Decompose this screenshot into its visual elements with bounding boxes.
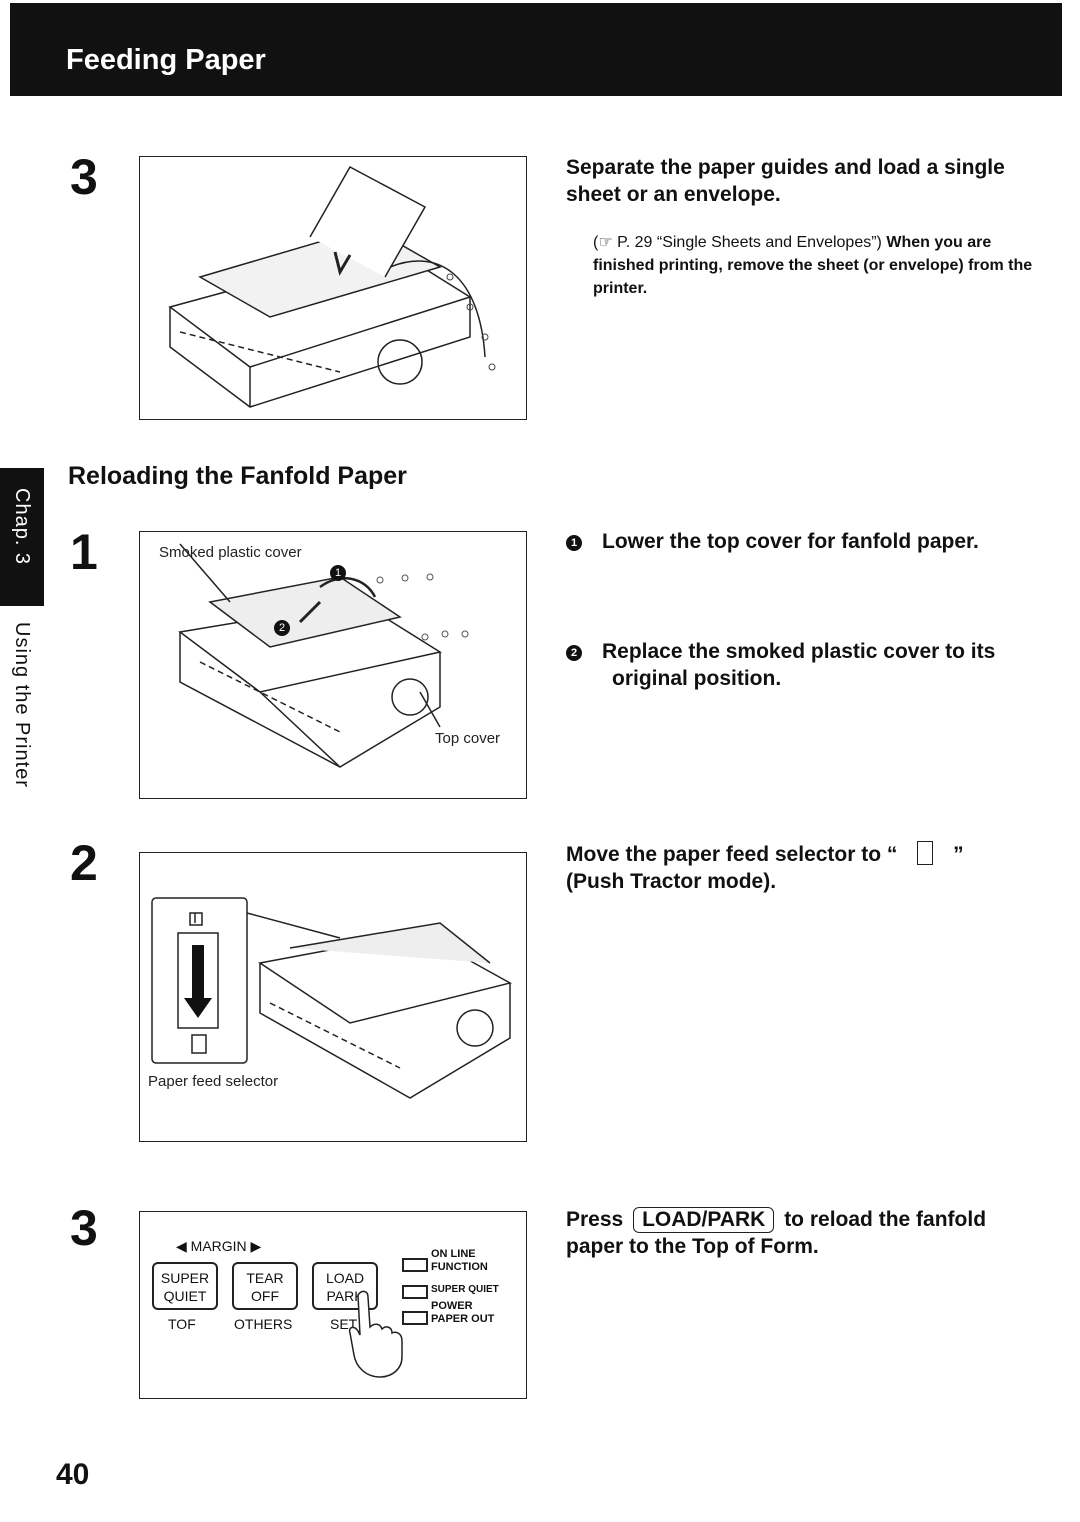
instruction-text-end: ” — [953, 843, 964, 866]
printer-sheet-illustration — [168, 165, 496, 408]
chapter-label: Chap. 3 — [11, 488, 33, 566]
section-label: Using the Printer — [11, 622, 33, 788]
tear-off-button[interactable]: TEAR OFF — [232, 1262, 298, 1310]
instruction-text: Move the paper feed selector to “ — [566, 843, 898, 866]
btn-label: QUIET — [163, 1288, 207, 1304]
figure-load-sheet — [139, 156, 527, 420]
chapter-tab — [0, 468, 44, 606]
step-number: 1 — [70, 524, 98, 580]
led-label: FUNCTION — [431, 1261, 488, 1273]
step-number: 2 — [70, 835, 98, 891]
smoked-cover-label: Smoked plastic cover — [159, 544, 302, 561]
bullet-1: 1 — [566, 535, 582, 551]
marker-2: 2 — [274, 620, 290, 636]
pressing-hand-icon — [348, 1290, 403, 1378]
selector-label: Paper feed selector — [148, 1073, 279, 1090]
led-label: PAPER OUT — [431, 1313, 495, 1325]
step-number: 3 — [70, 149, 98, 205]
load-park-button[interactable]: LOAD PARK — [312, 1262, 378, 1310]
online-led-icon — [402, 1258, 428, 1272]
section-heading: Reloading the Fanfold Paper — [68, 462, 407, 490]
step-instruction: Separate the paper guides and load a sin… — [566, 156, 1005, 206]
header-bar — [10, 3, 1062, 96]
others-label: OTHERS — [234, 1316, 293, 1332]
super-quiet-led-icon — [402, 1285, 428, 1299]
page-number: 40 — [56, 1458, 90, 1491]
instruction-rest: to reload the fanfold — [784, 1208, 987, 1231]
item-1-text: Lower the top cover for fanfold paper. — [602, 530, 979, 553]
paper-feed-selector-illustration — [151, 897, 513, 1099]
margin-label: ◀ MARGIN ▶ — [176, 1238, 262, 1254]
instruction-line2: paper to the Top of Form. — [566, 1235, 819, 1258]
step-item-2: 2 Replace the smoked plastic cover to its… — [566, 638, 1041, 692]
btn-label: SUPER — [160, 1270, 210, 1286]
item-2-text: Replace the smoked plastic cover to its — [602, 640, 996, 663]
led-label: ON LINE — [431, 1248, 476, 1260]
figure-control-panel: ◀ MARGIN ▶ SUPER QUIET TEAR OFF LOAD PAR… — [139, 1211, 527, 1399]
instruction-text-line2: (Push Tractor mode). — [566, 870, 777, 893]
page-reference: (☞ P. 29 “Single Sheets and Envelopes”) — [593, 234, 882, 251]
btn-label: TEAR — [246, 1270, 284, 1286]
tof-label: TOF — [168, 1316, 196, 1332]
super-quiet-led-label: SUPER QUIET — [431, 1284, 499, 1295]
online-label: ON LINE FUNCTION — [431, 1248, 488, 1274]
step-reference: (☞ P. 29 “Single Sheets and Envelopes”) … — [593, 231, 1035, 300]
figure-selector: Paper feed selector — [139, 852, 527, 1142]
power-label: POWER PAPER OUT — [431, 1300, 494, 1326]
item-2-text-line2: original position. — [612, 667, 782, 690]
instruction-press: Press — [566, 1208, 624, 1231]
step-number: 3 — [70, 1200, 98, 1256]
btn-label: LOAD — [325, 1270, 365, 1286]
step-instruction: Move the paper feed selector to “ ” (Pus… — [566, 841, 1036, 895]
marker-1: 1 — [330, 565, 346, 581]
power-led-icon — [402, 1311, 428, 1325]
load-park-key: LOAD/PARK — [633, 1207, 775, 1233]
page-title: Feeding Paper — [66, 44, 266, 76]
step-note: When you are finished printing, remove t… — [593, 234, 1033, 297]
push-tractor-icon — [917, 841, 934, 865]
bullet-2: 2 — [566, 645, 582, 661]
btn-label: OFF — [251, 1288, 279, 1304]
btn-label: PARK — [326, 1288, 364, 1304]
figure-covers: Smoked plastic cover Top cover 1 2 — [139, 531, 527, 799]
led-label: POWER — [431, 1300, 473, 1312]
top-cover-label: Top cover — [435, 730, 501, 747]
printer-covers-illustration — [178, 543, 469, 768]
step-instruction: Press LOAD/PARK to reload the fanfold pa… — [566, 1206, 1041, 1260]
step-item-1: 1 Lower the top cover for fanfold paper. — [566, 528, 979, 555]
super-quiet-button[interactable]: SUPER QUIET — [152, 1262, 218, 1310]
